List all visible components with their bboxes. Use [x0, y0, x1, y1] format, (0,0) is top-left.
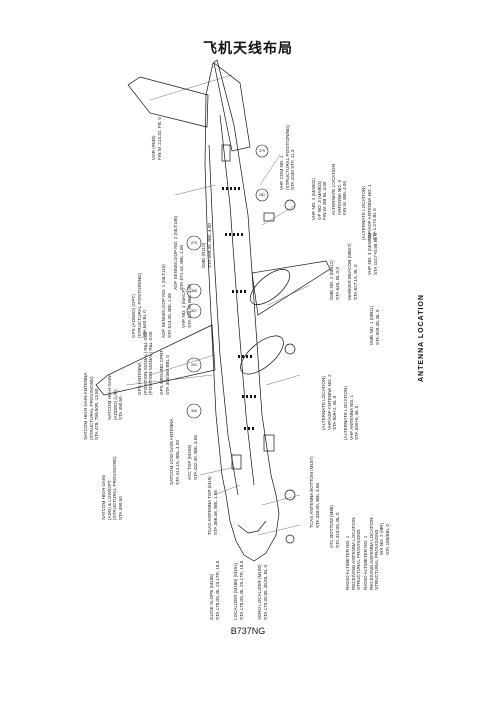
antenna-marker — [284, 199, 296, 211]
station-label: 331 — [191, 363, 197, 367]
forward-door — [263, 434, 275, 452]
page-footer: B737NG — [230, 626, 266, 636]
fuselage — [204, 59, 280, 562]
callout-aero-localizer: AERO LOCALIZER (M190)STA 170.00 BL 48.00… — [257, 564, 268, 620]
antenna-diagram: 270 380 327 331 300 279 281 — [95, 59, 331, 562]
station-label: 300 — [191, 409, 197, 413]
callout-vor: VOR (#648)FIN W. 213.32, FB. 0 — [151, 117, 162, 160]
engine-right — [249, 269, 291, 305]
callout-adf-sense-2: ADF SENSE/LOOP NO. 2 (MLT106)STA 571.44,… — [173, 215, 184, 290]
engine-left — [240, 335, 284, 375]
callout-vhf-com-1: VHF COM NO. 1(STRUCTURAL POSITIONING)STA… — [279, 124, 296, 190]
left-wing — [95, 324, 216, 396]
callout-satcom-low-gain-1: SATCOM HIGH GAIN ANTENNA(STRUCTURAL PROV… — [83, 372, 100, 440]
callout-satcom-low-gain-2: SATCOM HIGH GAIN(ADD) & LOW/OPT(STRUCTUR… — [101, 456, 123, 520]
page-title: 飞机天线布局 — [203, 41, 293, 57]
antenna-marker — [284, 343, 296, 355]
antenna-marker — [285, 534, 295, 544]
callout-wx-radar: WX NO. 2 (MR)STA 185/BBL 0 — [379, 522, 390, 555]
callout-atc-top: ATC TOP (M193)STA 432.30, BBL 3.56 — [187, 435, 198, 480]
station-label: 380 — [191, 289, 197, 293]
cockpit-windows — [237, 520, 267, 534]
callout-marker-beacon: MARKER BEACON (MB27)STA 627.15, BL 0 — [347, 243, 358, 300]
station-label: 281 — [259, 193, 265, 197]
antenna-marker — [284, 489, 296, 501]
aft-door — [221, 144, 231, 162]
antenna-location-title: ANTENNA LOCATION — [418, 294, 425, 382]
callout-dme-1: DME NO. 1 (MB11)STA 509.48, BL 0 — [369, 305, 380, 345]
station-label: 270 — [191, 241, 197, 245]
callout-vhf-1: VHF NO. 1 (MACF)STA 530.50 BBL 4.00 — [181, 284, 192, 328]
right-wing — [251, 260, 331, 316]
overwing-exit — [263, 212, 275, 222]
callout-alternate-loc-2: (ALTERNATE LOCATION)VHF/ADF ANTENNA NO. … — [361, 184, 378, 240]
callout-gps-optional: GPS (ADDED) (OPT)(STRUCTURAL POSITIONING… — [131, 272, 148, 338]
horizontal-stabilizer — [127, 76, 209, 128]
vertical-stabilizer — [213, 62, 251, 152]
station-label: 279 — [259, 149, 265, 153]
station-label: 327 — [191, 309, 197, 313]
callout-dme-top: DME (R110)STA 599.35, BBL 4.00 — [201, 223, 212, 268]
service-door — [231, 454, 242, 470]
callout-tcas-top: TCAS ANTENNA TOP (M19)STA 386.38, BBL 1.… — [207, 476, 218, 535]
